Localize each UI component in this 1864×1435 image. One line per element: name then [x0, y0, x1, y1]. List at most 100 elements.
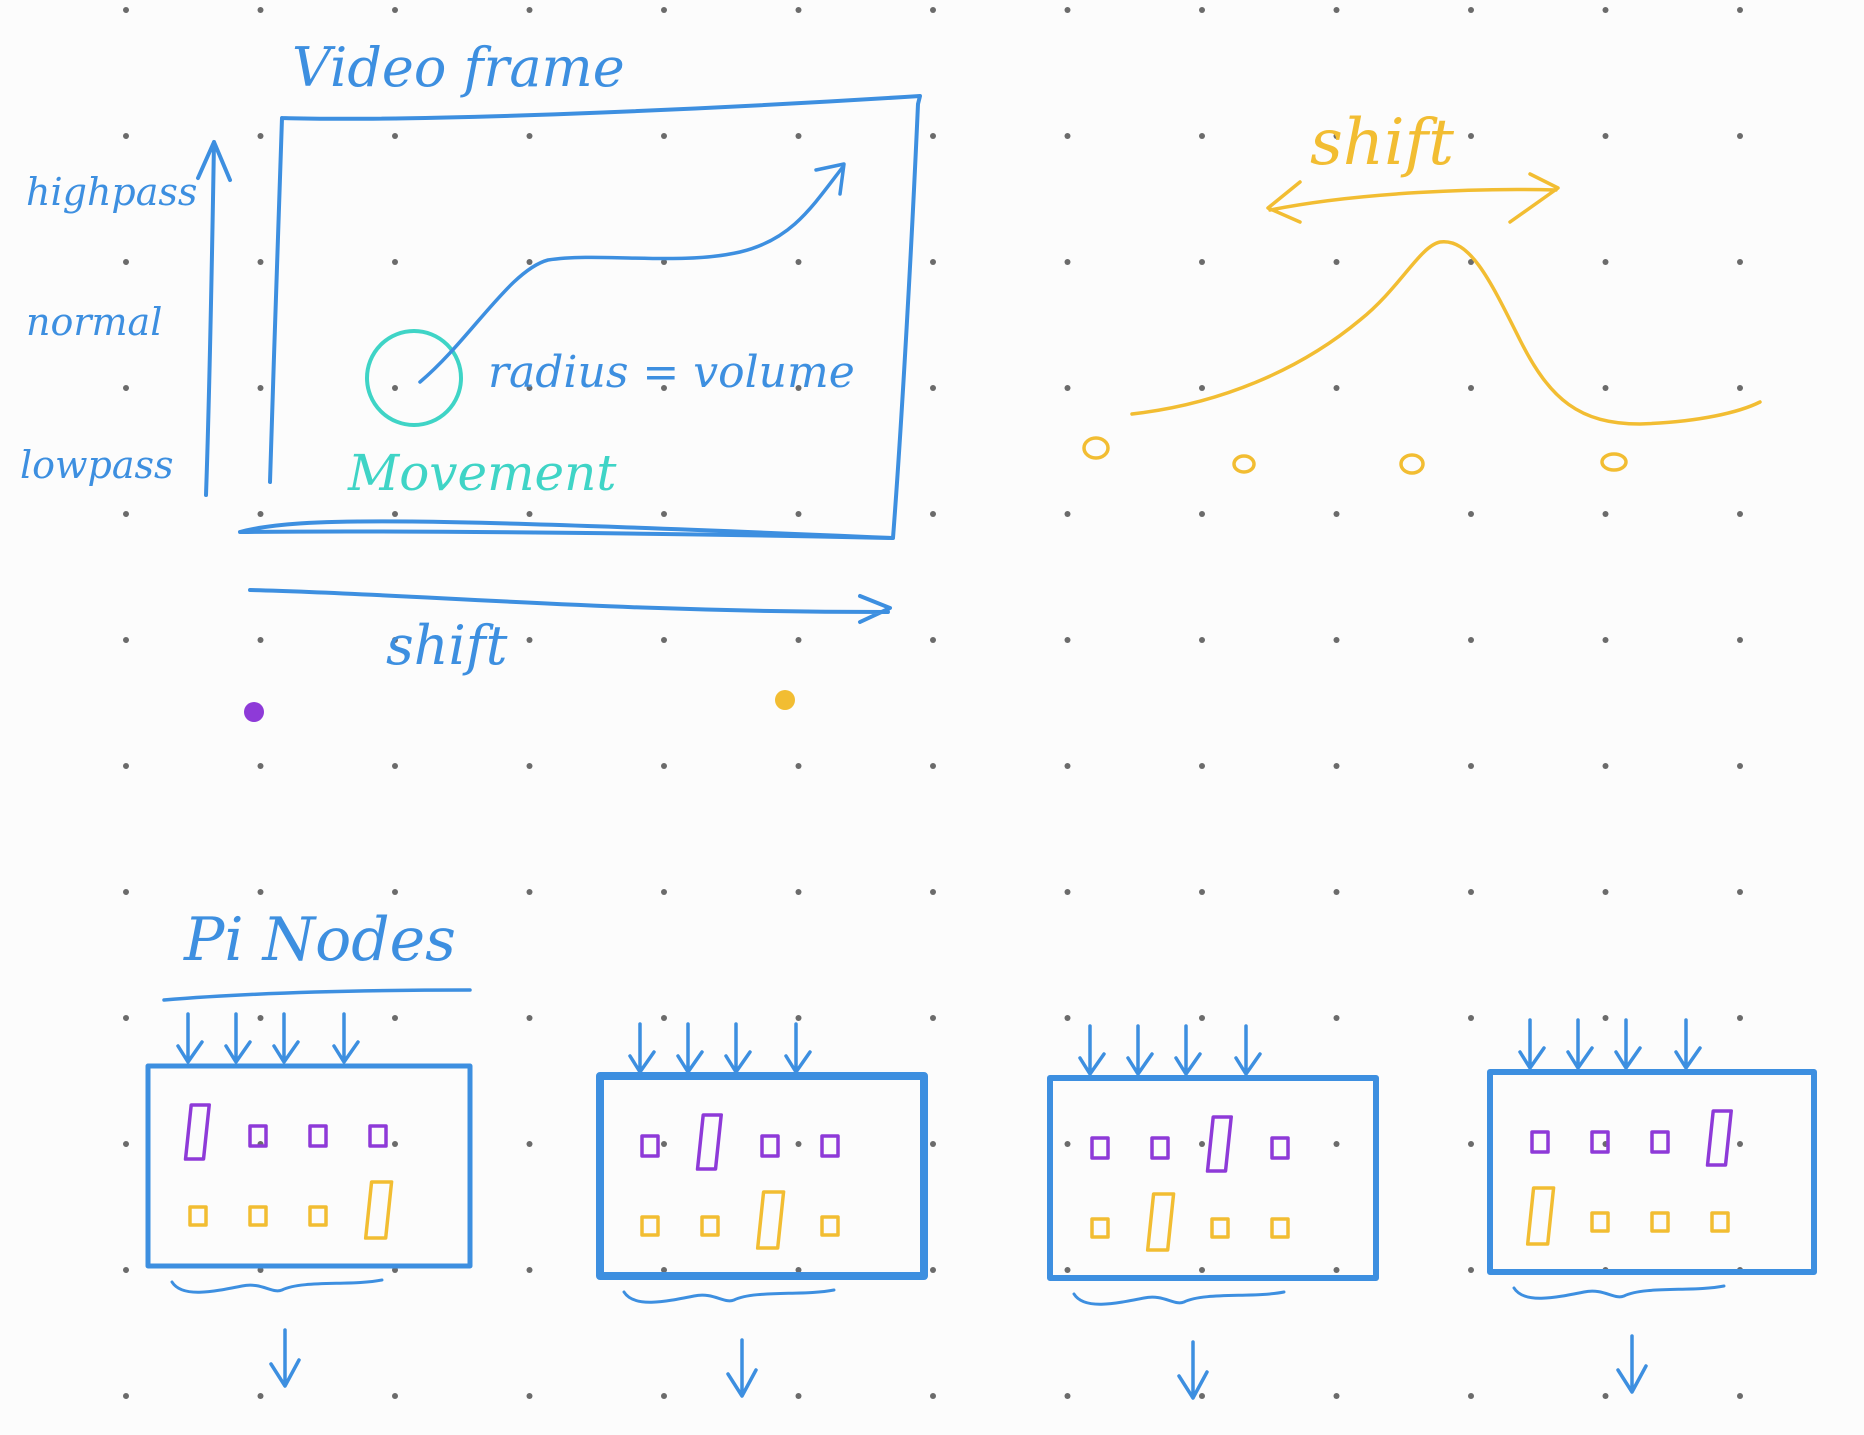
grid-dot	[257, 637, 264, 643]
grid-dot	[1468, 1267, 1474, 1273]
input-arrow	[272, 1012, 300, 1064]
grid-dot	[1333, 511, 1340, 517]
source-point-1	[1082, 436, 1110, 460]
grid-dot	[123, 1393, 129, 1399]
yellow-channel-mark	[1090, 1217, 1110, 1239]
grid-dot	[392, 133, 398, 139]
input-arrow	[1614, 1018, 1642, 1070]
grid-dot	[1199, 1141, 1205, 1147]
grid-dot	[795, 889, 802, 895]
grid-dot	[1468, 763, 1474, 769]
shift-curve-label: shift	[1310, 106, 1454, 180]
grid-dot	[1064, 133, 1071, 139]
grid-dot	[1199, 1015, 1205, 1021]
grid-dot	[392, 1141, 398, 1147]
grid-dot	[1333, 889, 1340, 895]
grid-dot	[795, 511, 802, 517]
grid-dot	[123, 385, 129, 391]
yellow-channel-mark	[820, 1215, 840, 1237]
grid-dot	[1064, 763, 1071, 769]
grid-dot	[1333, 1267, 1340, 1273]
grid-dot	[795, 1141, 802, 1147]
movement-label: Movement	[347, 444, 617, 502]
grid-dot	[795, 133, 802, 139]
grid-dot	[930, 259, 936, 265]
grid-dot	[795, 259, 802, 265]
yellow-channel-mark	[640, 1215, 660, 1237]
grid-dot	[526, 385, 533, 391]
grid-dot	[930, 7, 936, 13]
grid-dot	[526, 259, 533, 265]
grid-dot	[1468, 259, 1474, 265]
pi-node-box	[596, 1072, 928, 1280]
input-arrow	[332, 1012, 360, 1064]
grid-dot	[257, 7, 264, 13]
grid-dot	[661, 763, 667, 769]
grid-dot	[257, 511, 264, 517]
grid-dot	[1602, 637, 1609, 643]
grid-dot	[1064, 637, 1071, 643]
grid-dot	[1602, 259, 1609, 265]
grid-dot	[1199, 1393, 1205, 1399]
y-axis-arrow	[196, 140, 232, 497]
grid-dot	[526, 511, 533, 517]
yellow-dot	[775, 690, 795, 710]
purple-channel-mark	[1590, 1130, 1610, 1154]
grid-dot	[1468, 7, 1474, 13]
source-point-2	[1232, 454, 1256, 474]
dot-grid	[123, 7, 1743, 1399]
grid-dot	[1199, 259, 1205, 265]
purple-channel-mark	[183, 1103, 211, 1161]
grid-dot	[1737, 7, 1743, 13]
grid-dot	[257, 133, 264, 139]
grid-dot	[1199, 133, 1205, 139]
grid-dot	[123, 511, 129, 517]
grid-dot	[1064, 385, 1071, 391]
grid-dot	[123, 1015, 129, 1021]
grid-dot	[1468, 1141, 1474, 1147]
purple-channel-mark	[1150, 1136, 1170, 1160]
grid-dot	[526, 1141, 533, 1147]
input-arrow	[176, 1012, 204, 1064]
grid-dot	[1602, 889, 1609, 895]
grid-dot	[123, 637, 129, 643]
grid-dot	[1199, 763, 1205, 769]
grid-dot	[526, 133, 533, 139]
yellow-channel-mark	[188, 1205, 208, 1227]
grid-dot	[930, 385, 936, 391]
pi-nodes-diagram: Pi Nodes	[145, 905, 1817, 1400]
grid-dot	[392, 889, 398, 895]
output-brace	[1072, 1290, 1286, 1306]
purple-channel-mark	[1650, 1130, 1670, 1154]
pi-nodes-title: Pi Nodes	[183, 905, 456, 975]
pi-node	[145, 1012, 473, 1388]
grid-dot	[123, 7, 129, 13]
input-arrow	[784, 1022, 812, 1074]
grid-dot	[930, 637, 936, 643]
grid-dot	[795, 7, 802, 13]
grid-dot	[1199, 7, 1205, 13]
input-arrow	[724, 1022, 752, 1074]
grid-dot	[930, 763, 936, 769]
grid-dot	[795, 1393, 802, 1399]
output-brace	[170, 1278, 384, 1294]
pi-node	[596, 1022, 928, 1398]
y-label-highpass: highpass	[26, 170, 197, 214]
grid-dot	[1064, 7, 1071, 13]
grid-dot	[526, 1267, 533, 1273]
grid-dot	[257, 259, 264, 265]
grid-dot	[1199, 637, 1205, 643]
yellow-channel-mark	[700, 1215, 720, 1237]
grid-dot	[526, 1393, 533, 1399]
grid-dot	[392, 763, 398, 769]
grid-dot	[257, 763, 264, 769]
pi-node-box	[145, 1063, 473, 1269]
grid-dot	[1064, 511, 1071, 517]
purple-channel-mark	[820, 1134, 840, 1158]
source-point-3	[1399, 453, 1425, 475]
grid-dot	[930, 511, 936, 517]
yellow-channel-mark	[1270, 1217, 1290, 1239]
purple-channel-mark	[1205, 1115, 1233, 1173]
purple-channel-mark	[640, 1134, 660, 1158]
grid-dot	[795, 1015, 802, 1021]
